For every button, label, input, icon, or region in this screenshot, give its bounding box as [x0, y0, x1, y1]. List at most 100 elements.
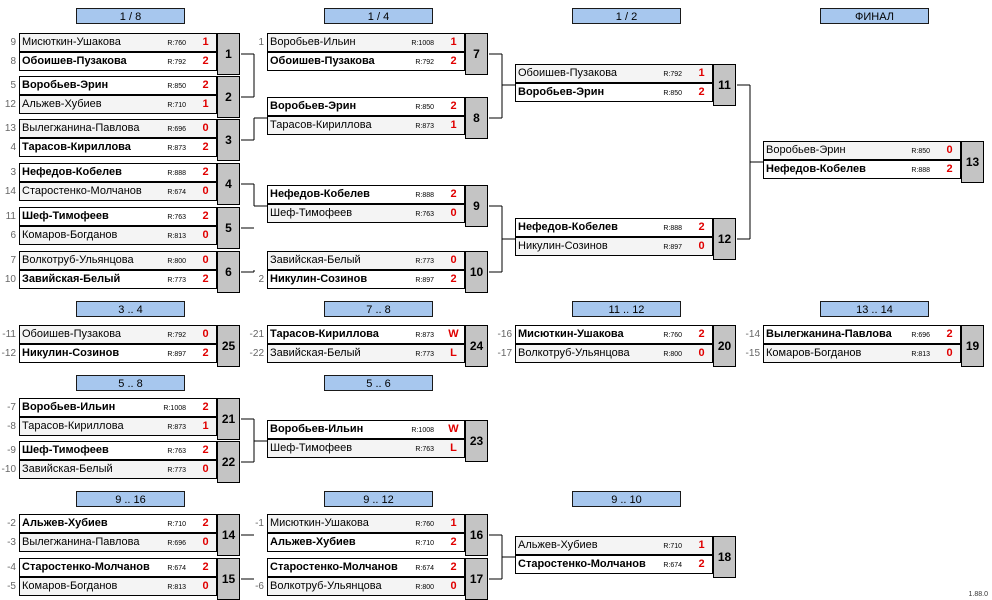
team-score: 2 — [450, 100, 457, 112]
team-score: 2 — [202, 444, 209, 456]
team-name: Вылегжанина-Павлова — [22, 122, 140, 134]
team-name: Нефедов-Кобелев — [518, 221, 618, 233]
team-rating: R:850 — [167, 83, 186, 90]
team-score: W — [448, 328, 459, 340]
team-rating: R:873 — [415, 332, 434, 339]
team-name: Тарасов-Кириллова — [22, 141, 131, 153]
team-score: 0 — [202, 580, 209, 592]
team-rating: R:710 — [415, 540, 434, 547]
team-score: 0 — [202, 229, 209, 241]
team-score: L — [450, 347, 457, 359]
team-name: Комаров-Богданов — [22, 229, 118, 241]
match-number: 8 — [465, 97, 488, 139]
match-number: 14 — [217, 514, 240, 556]
team-rating: R:897 — [167, 351, 186, 358]
team-rating: R:710 — [663, 543, 682, 550]
round-header: 1 / 8 — [76, 8, 185, 24]
team-rating: R:800 — [415, 584, 434, 591]
team-rating: R:1008 — [411, 40, 434, 47]
team-name: Мисюткин-Ушакова — [518, 328, 624, 340]
team-name: Мисюткин-Ушакова — [22, 36, 121, 48]
team-name: Воробьев-Ильин — [22, 401, 116, 413]
team-name: Обоишев-Пузакова — [22, 328, 122, 340]
